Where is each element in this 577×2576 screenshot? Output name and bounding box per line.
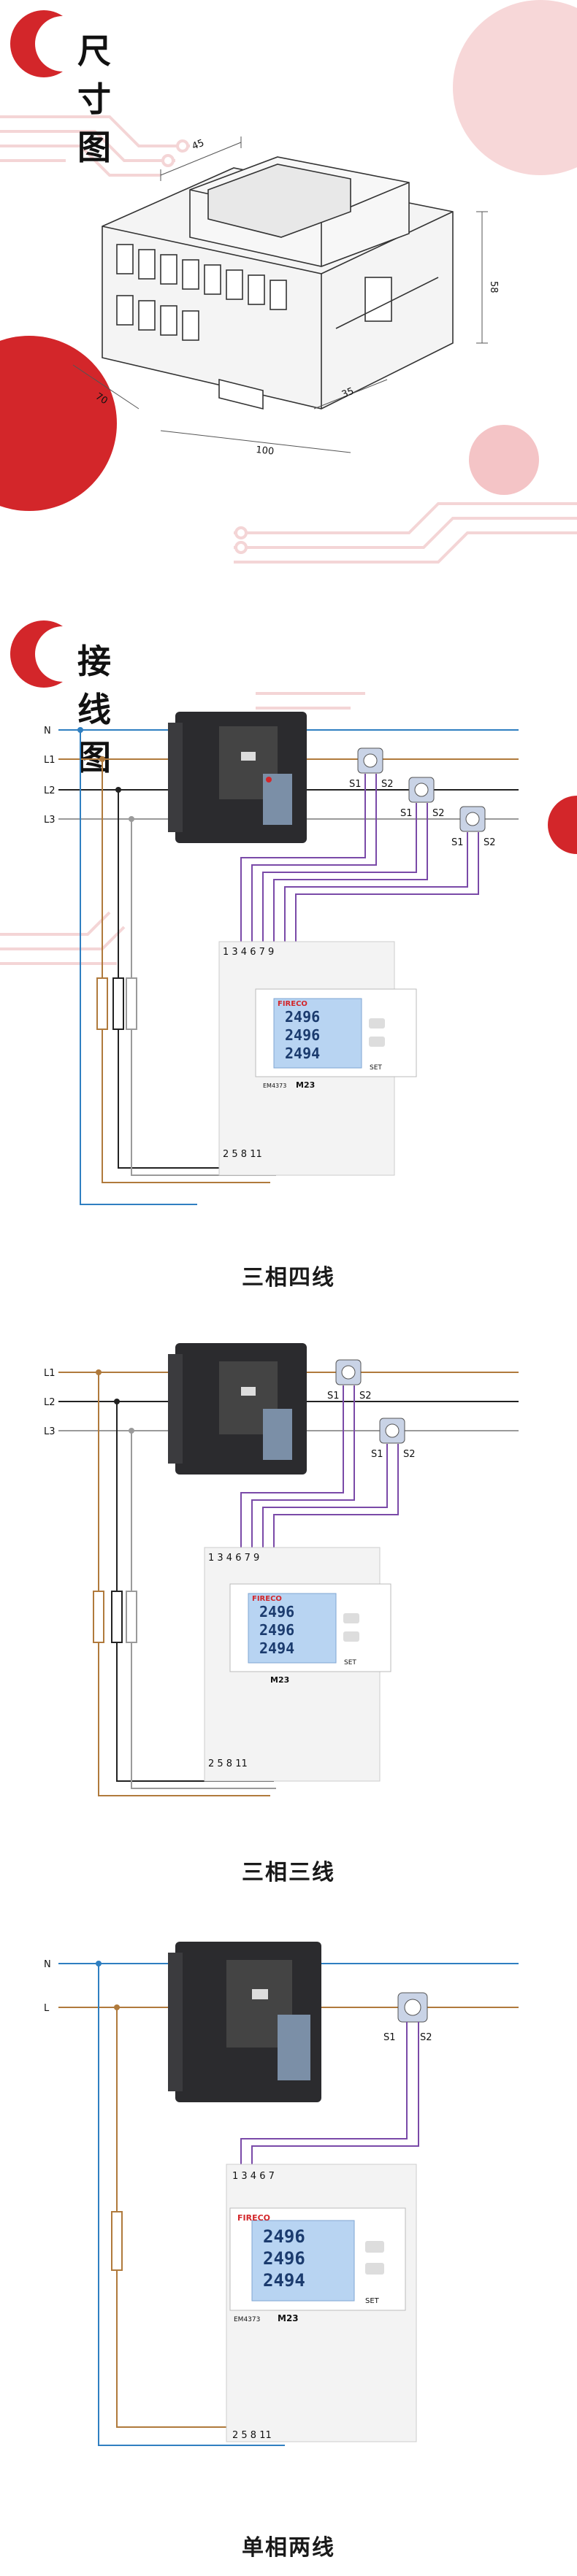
ct-label-s1: S1 [327, 1391, 340, 1402]
ct-label-s1: S1 [349, 779, 362, 790]
line-label-n: N [44, 726, 51, 737]
line-label-l1: L1 [44, 1368, 56, 1379]
meter-reading-3: 2494 [285, 1045, 320, 1062]
meter-reading-1: 2496 [285, 1008, 320, 1026]
meter-top-terminals: 1 3 4 6 7 9 [208, 1553, 259, 1564]
diagram-caption-single-phase-two-wire: 单相两线 [242, 2535, 335, 2561]
meter-brand: FIRECO [252, 1595, 282, 1603]
line-label-l2: L2 [44, 785, 56, 796]
line-label-l1: L1 [44, 755, 56, 766]
circuit-breaker [168, 712, 307, 843]
ct-label-s2: S2 [420, 2032, 432, 2043]
energy-meter [218, 941, 417, 1176]
dimension-label-din: 35 [340, 386, 356, 401]
ct-label-s2: S2 [359, 1391, 372, 1402]
section-header-wiring: 接线图 [10, 620, 111, 777]
meter-model: EM4373 [234, 2316, 260, 2323]
current-transformer-1 [335, 1359, 362, 1385]
section-header-dimensions: 尺寸图 [10, 10, 111, 167]
dimension-label-height: 58 [488, 281, 499, 293]
ct-label-s2: S2 [403, 1449, 416, 1460]
small-pink-circle-decoration [469, 425, 539, 495]
meter-bottom-terminals: 2 5 8 11 [232, 2430, 272, 2441]
ct-label-s1: S1 [383, 2032, 396, 2043]
energy-meter [204, 1547, 391, 1782]
wiring-diagram-three-phase-four-wire: N L1 L2 L3 S1 S2 S1 S2 S1 S2 [44, 712, 519, 1205]
meter-reading-2: 2496 [259, 1621, 294, 1639]
red-circle-decoration [0, 336, 117, 511]
meter-cert: M23 [270, 1675, 289, 1685]
ct-label-s2: S2 [381, 779, 394, 790]
meter-top-terminals: 1 3 4 6 7 [232, 2171, 275, 2182]
meter-reading-3: 2494 [259, 1639, 294, 1657]
circuit-breaker [168, 1942, 321, 2102]
meter-set-button: SET [365, 2297, 380, 2305]
current-transformer-1 [397, 1992, 428, 2023]
meter-bottom-terminals: 2 5 8 11 [208, 1758, 248, 1769]
diagram-caption-three-phase-four-wire: 三相四线 [242, 1265, 335, 1291]
wiring-diagram-single-phase-two-wire: N L S1 S2 1 3 4 6 7 2 5 8 11 FIRECO [44, 1942, 519, 2446]
section-badge [10, 10, 91, 77]
line-label-l2: L2 [44, 1397, 56, 1408]
meter-cert: M23 [278, 2313, 299, 2323]
meter-bottom-terminals: 2 5 8 11 [223, 1149, 262, 1160]
circuit-decoration [0, 115, 577, 564]
meter-cert: M23 [296, 1080, 315, 1090]
meter-reading-3: 2494 [263, 2270, 305, 2291]
current-transformer-3 [459, 806, 486, 832]
dimension-label-width: 100 [256, 445, 275, 458]
wiring-diagram-three-phase-three-wire: L1 L2 L3 S1 S2 S1 S2 [44, 1343, 519, 1796]
pink-circle-decoration [453, 0, 577, 175]
ct-label-s1: S1 [451, 837, 464, 848]
meter-reading-2: 2496 [285, 1026, 320, 1044]
ct-label-s1: S1 [371, 1449, 383, 1460]
current-transformer-1 [357, 747, 383, 774]
line-label-n: N [44, 1959, 51, 1970]
dimension-label-depth: 70 [93, 391, 110, 407]
section-title: 接线图 [77, 642, 112, 777]
energy-meter [226, 2164, 417, 2442]
line-label-l3: L3 [44, 1426, 56, 1437]
meter-reading-2: 2496 [263, 2248, 305, 2269]
current-transformer-2 [408, 777, 435, 803]
meter-reading-1: 2496 [259, 1603, 294, 1620]
meter-reading-1: 2496 [263, 2226, 305, 2247]
meter-set-button: SET [370, 1064, 382, 1072]
meter-model: EM4373 [263, 1083, 286, 1089]
section-badge [10, 620, 91, 688]
line-label-l: L [44, 2003, 50, 2014]
dimension-label-top: 45 [191, 138, 206, 153]
circuit-breaker [168, 1343, 307, 1475]
ct-label-s2: S2 [432, 808, 445, 819]
red-edge-circle-decoration [548, 796, 577, 854]
section-title: 尺寸图 [77, 31, 112, 167]
ct-label-s1: S1 [400, 808, 413, 819]
ct-label-s2: S2 [484, 837, 496, 848]
meter-set-button: SET [344, 1659, 356, 1666]
meter-brand: FIRECO [278, 1000, 307, 1008]
dimension-drawing: 45 58 70 35 100 [72, 137, 499, 458]
meter-top-terminals: 1 3 4 6 7 9 [223, 947, 274, 958]
line-label-l3: L3 [44, 815, 56, 826]
diagram-caption-three-phase-three-wire: 三相三线 [242, 1860, 335, 1885]
meter-brand: FIRECO [237, 2213, 270, 2223]
current-transformer-2 [379, 1418, 405, 1444]
